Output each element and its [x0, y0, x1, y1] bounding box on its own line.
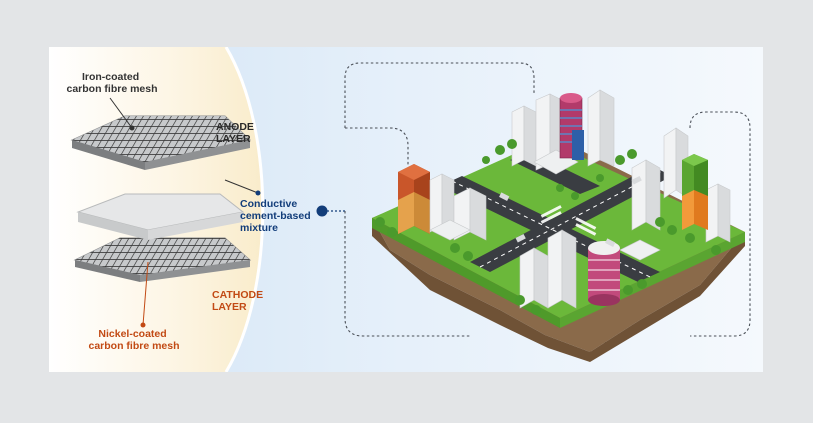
round-tower-back [560, 93, 584, 160]
iron-mesh-label-line1: Iron-coated [82, 71, 139, 83]
conductive-label-line2: cement-based [240, 210, 311, 222]
cathode-label-line2: LAYER [212, 301, 247, 313]
cathode-label-line1: CATHODE [212, 289, 263, 301]
round-tower-front [588, 241, 620, 306]
nickel-mesh-label-line1: Nickel-coated [98, 328, 166, 340]
anode-label-line1: ANODE [216, 121, 254, 133]
orange-building [398, 164, 430, 234]
nickel-mesh-label: Nickel-coated carbon fibre mesh [88, 328, 179, 352]
green-building [682, 154, 708, 230]
nickel-mesh-label-line2: carbon fibre mesh [88, 340, 179, 352]
conductive-label-line3: mixture [240, 222, 278, 234]
conductive-label-line1: Conductive [240, 198, 297, 210]
anode-label-line2: LAYER [216, 133, 251, 145]
iron-mesh-label-line2: carbon fibre mesh [66, 83, 157, 95]
